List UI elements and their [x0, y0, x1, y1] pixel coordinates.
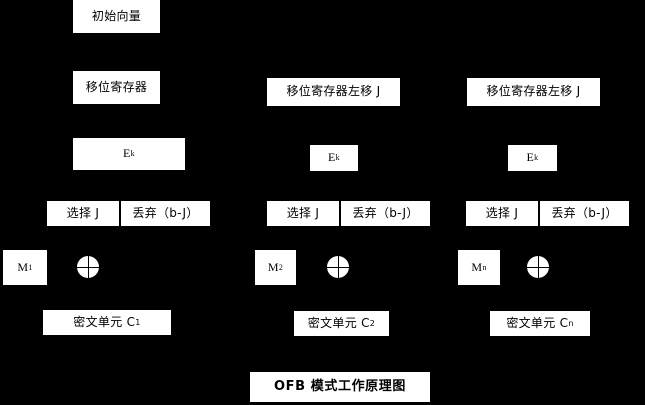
ciphertext-label-1: 密文单元 C [73, 314, 136, 329]
initial-vector-label: 初始向量 [91, 8, 142, 23]
discard-label-1: 丢弃（b-J） [132, 205, 199, 220]
ciphertext-subscript-2: 2 [369, 318, 376, 328]
encrypt-subscript-1: k [130, 149, 135, 158]
diagram-title-box: OFB 模式工作原理图 [250, 372, 430, 402]
select-box-2: 选择 J [267, 201, 339, 226]
shift-register-label-1: 移位寄存器 [85, 79, 148, 94]
shift-register-label-n: 移位寄存器左移 J [486, 84, 581, 99]
xor-icon-2 [327, 256, 349, 278]
encrypt-label-n: E [526, 150, 535, 165]
plaintext-label-n: M [471, 259, 483, 274]
plaintext-label-1: M [17, 259, 29, 274]
ciphertext-label-n: 密文单元 C [506, 315, 569, 330]
shift-register-label-2: 移位寄存器左移 J [286, 84, 381, 99]
diagram-title-label: OFB 模式工作原理图 [274, 378, 406, 394]
encrypt-subscript-n: k [534, 153, 539, 162]
plaintext-subscript-n: n [482, 262, 487, 272]
shift-register-box-2: 移位寄存器左移 J [267, 78, 400, 106]
select-label-2: 选择 J [286, 205, 320, 220]
ciphertext-label-2: 密文单元 C [307, 315, 370, 330]
plaintext-label-2: M [267, 259, 279, 274]
discard-box-n: 丢弃（b-J） [540, 201, 629, 226]
select-label-1: 选择 J [66, 205, 100, 220]
discard-label-n: 丢弃（b-J） [551, 205, 618, 220]
discard-label-2: 丢弃（b-J） [352, 205, 419, 220]
encrypt-subscript-2: k [335, 153, 340, 162]
initial-vector-box: 初始向量 [73, 0, 160, 33]
discard-box-1: 丢弃（b-J） [121, 201, 210, 226]
select-box-n: 选择 J [466, 201, 538, 226]
ciphertext-subscript-n: n [568, 318, 574, 328]
select-box-1: 选择 J [47, 201, 119, 226]
select-label-n: 选择 J [485, 205, 519, 220]
xor-icon-1 [77, 256, 99, 278]
shift-register-box-n: 移位寄存器左移 J [467, 78, 600, 106]
plaintext-subscript-2: 2 [278, 262, 284, 272]
encrypt-label-1: E [123, 146, 131, 161]
shift-register-box-1: 移位寄存器 [73, 71, 160, 104]
xor-icon-n [527, 256, 549, 278]
plaintext-subscript-1: 1 [28, 262, 33, 272]
encrypt-label-2: E [328, 150, 336, 165]
ciphertext-subscript-1: 1 [135, 317, 141, 327]
discard-box-2: 丢弃（b-J） [341, 201, 430, 226]
